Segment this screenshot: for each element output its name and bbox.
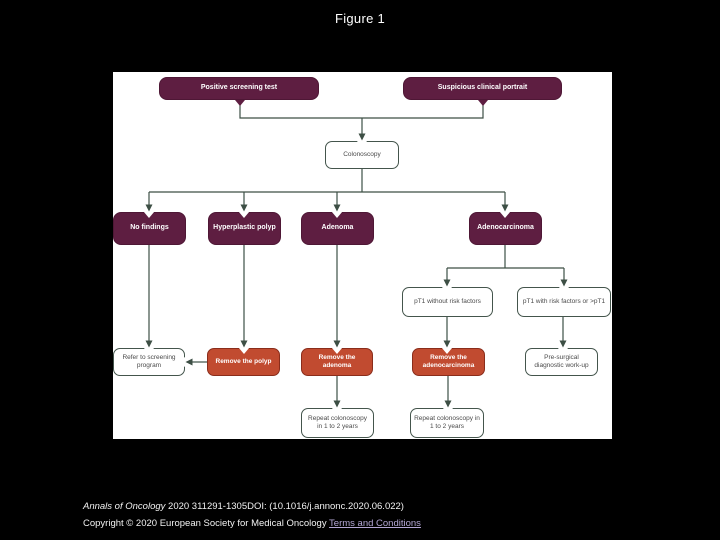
journal-name: Annals of Oncology: [83, 501, 166, 512]
node-label: Refer to screening program: [122, 354, 176, 369]
citation-line-1: Annals of Oncology 2020 311291-1305DOI: …: [83, 499, 421, 516]
node-label: Remove the polyp: [215, 358, 272, 366]
flowchart-node-remove-the-adenocarcinoma: Remove the adenocarcinoma: [412, 348, 485, 376]
node-label: Adenoma: [321, 224, 354, 232]
node-label: Suspicious clinical portrait: [437, 84, 528, 92]
citation-line-2: Copyright © 2020 European Society for Me…: [83, 516, 421, 533]
node-label: Repeat colonoscopy in 1 to 2 years: [414, 415, 480, 430]
node-label: Repeat colonoscopy in 1 to 2 years: [308, 415, 367, 430]
citation-block: Annals of Oncology 2020 311291-1305DOI: …: [83, 499, 421, 532]
flowchart-node-remove-the-polyp: Remove the polyp: [207, 348, 280, 376]
flowchart-node-refer-to-screening-program: Refer to screening program: [113, 348, 185, 376]
node-label: Colonoscopy: [343, 151, 381, 159]
flowchart-node-remove-the-adenoma: Remove the adenoma: [301, 348, 373, 376]
flowchart-node-repeat-colonoscopy-after-adenoma: Repeat colonoscopy in 1 to 2 years: [301, 408, 374, 438]
flowchart-node-no-findings: No findings: [113, 212, 186, 245]
flowchart-node-pt1-without-risk-factors: pT1 without risk factors: [402, 287, 493, 317]
copyright-text: Copyright © 2020 European Society for Me…: [83, 517, 330, 529]
flowchart-node-positive-screening-test: Positive screening test: [159, 77, 319, 100]
node-label: Hyperplastic polyp: [213, 224, 276, 232]
citation-reference: 2020 311291-1305DOI: (10.1016/j.annonc.2…: [165, 501, 404, 512]
flowchart-node-repeat-colonoscopy-after-adenocarcinoma: Repeat colonoscopy in 1 to 2 years: [410, 408, 484, 438]
node-label: pT1 without risk factors: [414, 298, 481, 306]
node-label: Positive screening test: [200, 84, 278, 92]
node-label: No findings: [130, 224, 169, 232]
flowchart-node-colonoscopy: Colonoscopy: [325, 141, 399, 169]
node-label: pT1 with risk factors or >pT1: [522, 298, 606, 306]
flowchart-node-suspicious-clinical-portrait: Suspicious clinical portrait: [403, 77, 562, 100]
node-label: Adenocarcinoma: [477, 224, 534, 232]
node-label: Pre-surgical diagnostic work-up: [534, 354, 589, 369]
flowchart-node-pre-surgical-diagnostic-work-up: Pre-surgical diagnostic work-up: [525, 348, 598, 376]
flowchart-node-adenocarcinoma: Adenocarcinoma: [469, 212, 542, 245]
figure-title: Figure 1: [334, 11, 386, 26]
flowchart-node-pt1-with-risk-factors: pT1 with risk factors or >pT1: [517, 287, 611, 317]
terms-and-conditions-link[interactable]: Terms and Conditions: [329, 517, 421, 529]
flowchart-area: Positive screening test Suspicious clinic…: [113, 72, 612, 439]
node-label: Remove the adenocarcinoma: [422, 354, 475, 369]
flowchart-node-hyperplastic-polyp: Hyperplastic polyp: [208, 212, 281, 245]
flowchart-node-adenoma: Adenoma: [301, 212, 374, 245]
node-label: Remove the adenoma: [318, 354, 356, 369]
flowchart-canvas: Positive screening test Suspicious clinic…: [113, 72, 612, 439]
